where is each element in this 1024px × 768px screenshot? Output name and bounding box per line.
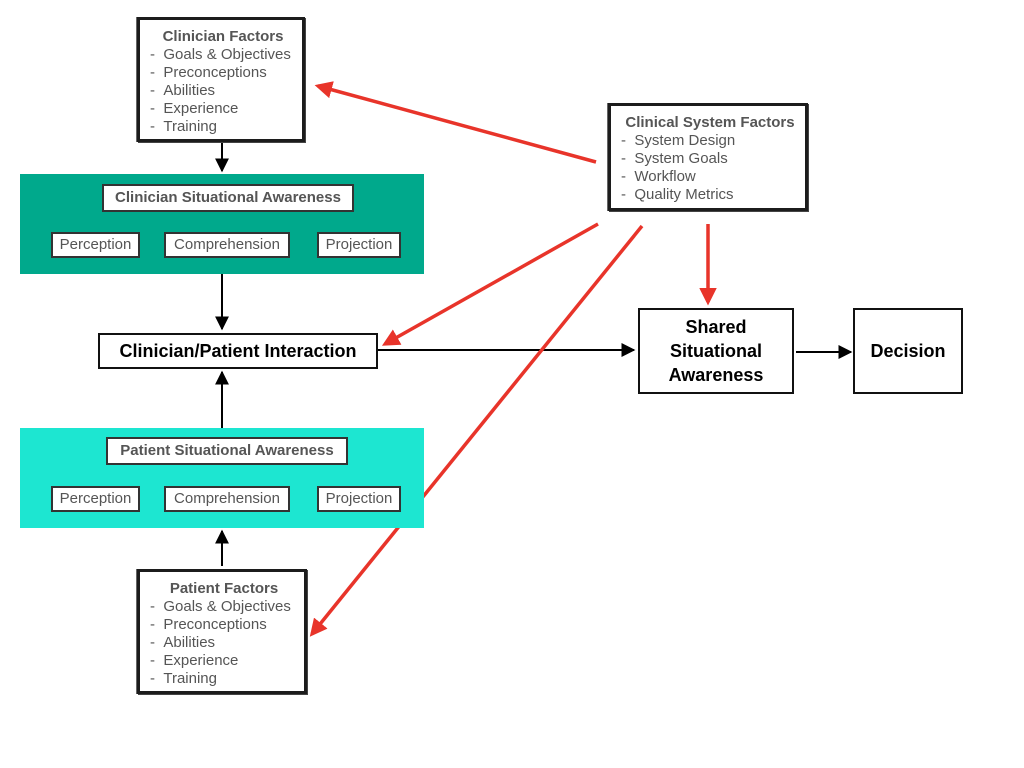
clinician-factors-title: Clinician Factors <box>162 28 284 45</box>
list-item: Training <box>150 118 296 136</box>
clinician-factors-box: Clinician Factors Goals & Objectives Pre… <box>137 17 305 142</box>
shared-sa-line-2: Situational <box>669 341 762 361</box>
clinical-system-factors-list: System Design System Goals Workflow Qual… <box>621 132 799 204</box>
list-item: Experience <box>150 652 298 670</box>
shared-sa-box: Shared Situational Awareness <box>638 308 794 394</box>
patient-sa-panel: Patient Situational Awareness Perception… <box>20 428 424 528</box>
influence-arrow-to-interaction <box>381 222 599 346</box>
patient-perception-chip: Perception <box>51 486 140 512</box>
clinician-perception-chip: Perception <box>51 232 140 258</box>
list-item: System Goals <box>621 150 799 168</box>
clinician-projection-chip: Projection <box>317 232 401 258</box>
patient-factors-title: Patient Factors <box>169 580 279 597</box>
list-item: Preconceptions <box>150 64 296 82</box>
clinician-sa-title: Clinician Situational Awareness <box>102 184 354 212</box>
patient-sa-title: Patient Situational Awareness <box>106 437 348 465</box>
list-item: Abilities <box>150 82 296 100</box>
clinician-comprehension-chip: Comprehension <box>164 232 290 258</box>
patient-factors-box: Patient Factors Goals & Objectives Preco… <box>137 569 307 694</box>
decision-box: Decision <box>853 308 963 394</box>
list-item: System Design <box>621 132 799 150</box>
list-item: Goals & Objectives <box>150 46 296 64</box>
clinical-system-factors-box: Clinical System Factors System Design Sy… <box>608 103 808 211</box>
list-item: Training <box>150 670 298 688</box>
list-item: Experience <box>150 100 296 118</box>
influence-arrow-to-clinician-factors <box>314 81 597 164</box>
list-item: Goals & Objectives <box>150 598 298 616</box>
list-item: Abilities <box>150 634 298 652</box>
clinician-sa-panel: Clinician Situational Awareness Percepti… <box>20 174 424 274</box>
decision-label: Decision <box>870 340 946 361</box>
interaction-box: Clinician/Patient Interaction <box>98 333 378 369</box>
list-item: Quality Metrics <box>621 186 799 204</box>
patient-factors-list: Goals & Objectives Preconceptions Abilit… <box>150 598 298 688</box>
interaction-label: Clinician/Patient Interaction <box>119 340 357 361</box>
shared-sa-line-1: Shared <box>685 317 747 337</box>
patient-comprehension-chip: Comprehension <box>164 486 290 512</box>
influence-arrow-to-patient-factors <box>309 224 644 637</box>
list-item: Preconceptions <box>150 616 298 634</box>
clinical-system-factors-title: Clinical System Factors <box>625 114 795 131</box>
clinician-factors-list: Goals & Objectives Preconceptions Abilit… <box>150 46 296 136</box>
list-item: Workflow <box>621 168 799 186</box>
patient-projection-chip: Projection <box>317 486 401 512</box>
shared-sa-line-3: Awareness <box>668 365 764 385</box>
